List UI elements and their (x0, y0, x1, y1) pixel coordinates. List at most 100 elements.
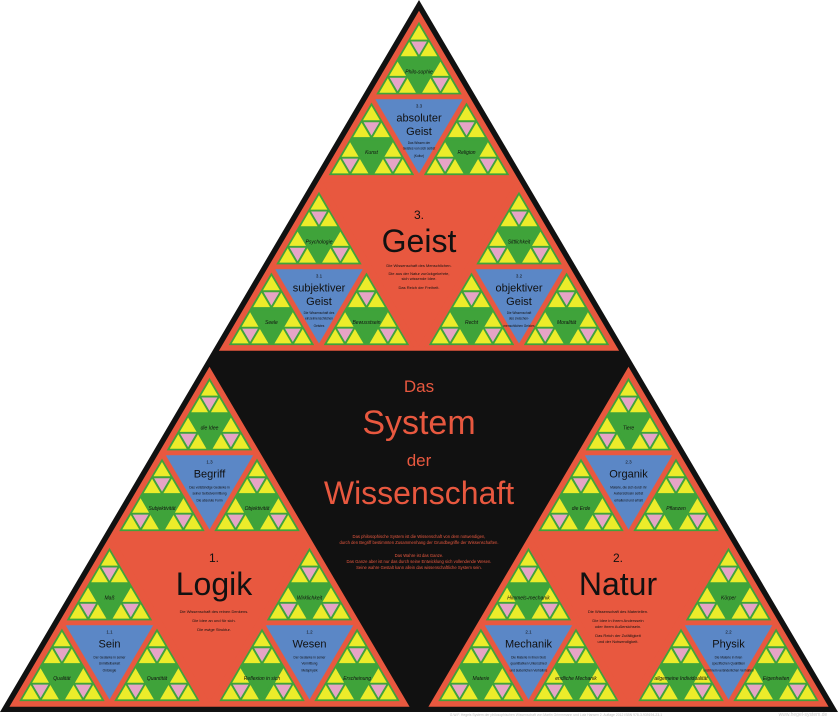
natur-left-left-t-tiny-left (462, 648, 480, 664)
natur-top-sub-right: Pflanzen (666, 506, 686, 512)
logik-right-center (265, 625, 354, 700)
natur-left-left-r-tiny-right (503, 685, 521, 700)
logik-top-desc-2: seiner Selbstvermittlung (192, 491, 226, 495)
natur-title: Natur (579, 566, 658, 602)
geist-top-desc-1: Das Wissen der (408, 141, 431, 145)
natur-right-left-center (662, 666, 700, 699)
geist-left-sub-left: Seele (265, 320, 278, 326)
logik-top-right-l-tiny-right (237, 515, 254, 530)
logik-left-top-r-tiny-top (122, 587, 140, 602)
natur-top-top-t-tiny-left (610, 397, 628, 413)
natur-right-top-t-tiny-top (720, 551, 737, 566)
logik-right-left-t-tiny-left (243, 648, 261, 664)
logik-right-right-r-tiny-center (370, 684, 387, 698)
logik-left-right-t-tiny-top (148, 632, 166, 647)
natur-top-right-r-tiny-left (679, 515, 696, 530)
natur-top-right-l-tiny-left (636, 515, 654, 530)
natur-left-top-bg (485, 547, 572, 621)
natur-top-top-r-tiny-center (642, 433, 658, 448)
geist-top-name-1: absoluter (396, 112, 442, 124)
natur-right-desc-1: Die Materie in ihren (715, 656, 743, 660)
geist-top-top-t-tiny-left (400, 41, 418, 57)
logik-desc-3: Die ewige Struktur. (197, 627, 231, 632)
natur-right-right-r-tiny-top (789, 668, 806, 683)
natur-left-left-r-tiny-top (493, 668, 511, 683)
logik-left-left-l-tiny-right (41, 685, 59, 700)
logik-left-top-r-tiny-left (112, 604, 130, 619)
natur-left-desc-2: quantitativen Unterschied (511, 661, 547, 665)
geist-top-right-bg (423, 102, 510, 176)
natur-top-top-bg (585, 377, 672, 451)
geist-right-desc-2: des zwischen- (509, 317, 529, 321)
geist-top-number: 3.3 (416, 104, 423, 109)
logik-top-left-r-tiny-left (165, 515, 182, 530)
logik-left-sub-top: Maß (105, 595, 115, 601)
logik-number: 1. (209, 551, 219, 565)
logik-right-top-t-tiny-left (291, 567, 309, 583)
natur-left-sub-right: endliche Mechanik (555, 676, 597, 682)
natur-right-top-t-tiny-right (729, 567, 747, 583)
intro-p1a: Das philosophische System ist die Wissen… (353, 534, 486, 539)
geist-top-desc-2: Geistes von sich selbst (403, 147, 436, 151)
natur-top-right-t-tiny-center (668, 478, 684, 492)
geist-right-top-t-tiny-center (511, 211, 527, 225)
geist-top-top-center (400, 59, 438, 92)
natur-left-top-center (509, 585, 548, 618)
logik-right-top-r-tiny-center (323, 603, 339, 618)
geist-left-left-r-tiny-right (294, 329, 312, 344)
geist-left-right-r-tiny-center (380, 328, 396, 342)
geist-right-left-r-tiny-top (484, 312, 502, 327)
logik-top-top-t-tiny-left (191, 397, 209, 413)
natur-left-center (484, 625, 573, 700)
logik-right-top-t-tiny-center (301, 567, 318, 581)
natur-left-right-r-tiny-center (589, 684, 606, 698)
logik-left-top-r-tiny-center (123, 603, 139, 618)
geist-right-left-t-tiny-center (463, 292, 480, 306)
geist-right-right-l-tiny-center (537, 328, 553, 342)
logik-top-top-t-tiny-center (201, 397, 218, 411)
geist-top-sub-top: Philo-sophie (405, 69, 433, 75)
logik-right-top-bg (266, 547, 353, 621)
natur-left-top-l-tiny-top (498, 587, 516, 602)
logik-right-left-r-tiny-right (284, 685, 302, 700)
natur-right-left-r-tiny-left (684, 685, 701, 700)
natur-right-right-l-tiny-center (746, 684, 763, 698)
natur-right-desc-3: und ihrem veränderlichen Verhalten (703, 669, 754, 673)
natur-left-sub-top: Himmels-mechanik (507, 595, 550, 601)
geist-title: Geist (382, 223, 457, 259)
geist-left-left-r-tiny-top (284, 312, 302, 327)
natur-right-center (684, 625, 773, 700)
geist-top-top-l-tiny-left (379, 78, 397, 93)
natur-right-top-r-tiny-top (741, 587, 759, 602)
natur-right-top-l-tiny-left (688, 604, 706, 619)
geist-top-right-l-tiny-center (437, 158, 453, 172)
natur-top-right-t-tiny-right (677, 478, 695, 494)
geist-right-desc-1: Die Wissenschaft (507, 311, 532, 315)
footer-url: www.hegel-system.de (779, 712, 828, 718)
geist-right-left-l-tiny-right (451, 329, 469, 344)
geist-right-right-l-tiny-left (526, 329, 544, 344)
logik-top-center (165, 455, 254, 530)
logik-desc-2: Die Idee an und für sich. (192, 618, 235, 623)
natur-top-top-t-tiny-center (620, 397, 637, 411)
logik-left-right-l-tiny-center (127, 684, 144, 698)
geist-left-left-t-tiny-center (263, 292, 280, 306)
geist-top-left-r-tiny-top (384, 142, 402, 157)
logik-top-top-bg (166, 377, 253, 451)
logik-left-left-bg (19, 628, 105, 702)
natur-top-right-t-tiny-left (657, 478, 675, 494)
geist-right-desc-3: menschlichen Geistes (503, 324, 535, 328)
natur-left-top-r-tiny-top (541, 587, 559, 602)
title-line-4: Wissenschaft (324, 475, 514, 511)
geist-top-right-r-tiny-left (469, 159, 487, 174)
geist-top-left-r-tiny-right (394, 159, 412, 174)
natur-top-number: 2.3 (625, 460, 632, 465)
geist-right-top-t-tiny-left (500, 211, 518, 227)
logik-left-left-l-tiny-center (32, 684, 49, 698)
geist-left-top-bg (276, 191, 362, 265)
logik-top-sub-left: Subjektivität (149, 506, 177, 512)
logik-top-left-r-tiny-right (184, 515, 202, 530)
geist-left-top-l-tiny-top (289, 231, 306, 246)
geist-right-top-r-tiny-left (522, 248, 539, 263)
